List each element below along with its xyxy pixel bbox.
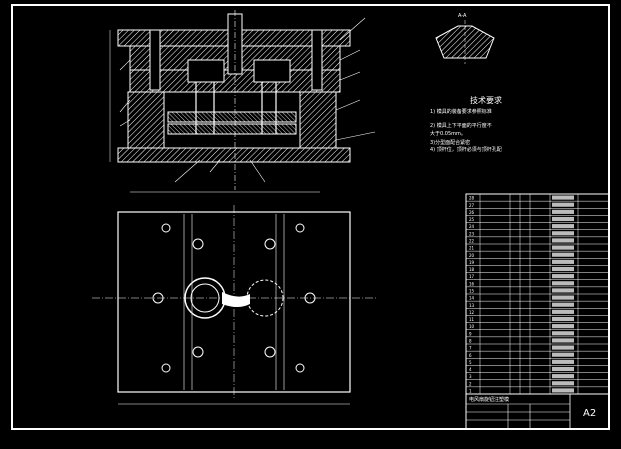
part-number: 12	[469, 310, 475, 315]
parts-list-row: 13	[466, 302, 609, 309]
tech-req-5: 4) 顶杆位，顶杆必须与顶杆孔配	[430, 146, 502, 153]
part-number: 19	[469, 260, 475, 265]
part-number: 13	[469, 303, 475, 308]
parts-list-row: 10	[466, 324, 609, 330]
parts-list-row: 11	[466, 316, 609, 323]
parts-list-row: 3	[466, 374, 609, 380]
parts-list-row: 19	[466, 259, 609, 266]
parts-list: 2827262524232221201918171615141312111098…	[465, 193, 610, 395]
parts-list-row: 17	[466, 274, 609, 280]
part-number: 11	[469, 317, 475, 322]
part-number: 20	[469, 253, 475, 258]
part-number: 15	[469, 289, 475, 294]
parts-list-row: 24	[466, 224, 609, 230]
parts-list-row: 15	[466, 288, 609, 295]
plan-view	[92, 205, 378, 405]
parts-list-row: 4	[466, 366, 609, 373]
part-name: 电风扇旋钮注塑模	[469, 396, 509, 403]
part-number: 3	[469, 374, 472, 379]
parts-list-row: 6	[466, 352, 609, 359]
parts-list-row: 16	[466, 281, 609, 288]
part-number: 4	[469, 367, 472, 372]
tech-req-4: 3)分型面配合紧密	[430, 139, 470, 146]
parts-list-row: 20	[466, 252, 609, 259]
parts-list-row: 26	[466, 209, 609, 216]
parts-list-row: 7	[466, 345, 609, 352]
part-number: 28	[469, 196, 475, 201]
part-number: 14	[469, 296, 475, 301]
parts-list-row: 8	[466, 338, 609, 345]
part-number: 27	[469, 203, 475, 208]
part-number: 25	[469, 217, 475, 222]
tech-requirements: 技术要求 1) 模具的装备要求参照标准 2) 模具上下平面的平行度不 大于0.0…	[430, 95, 502, 153]
part-number: 9	[469, 331, 472, 336]
parts-list-row: 21	[466, 245, 609, 252]
part-number: 10	[469, 324, 475, 329]
parts-list-row: 18	[466, 266, 609, 273]
parts-list-row: 14	[466, 295, 609, 302]
part-number: 22	[469, 239, 475, 244]
section-aa-detail: A-A	[435, 13, 495, 64]
parts-list-row: 23	[466, 231, 609, 238]
tech-req-1: 1) 模具的装备要求参照标准	[430, 108, 492, 115]
parts-list-row: 1	[466, 388, 609, 395]
part-number: 24	[469, 224, 475, 229]
parts-list-row: 9	[466, 331, 609, 338]
part-number: 7	[469, 346, 472, 351]
tech-req-2: 2) 模具上下平面的平行度不	[430, 122, 492, 129]
parts-list-row: 22	[466, 238, 609, 245]
tech-req-3: 大于0.05mm。	[430, 130, 466, 137]
part-number: 23	[469, 231, 475, 236]
parts-list-row: 28	[466, 195, 609, 202]
part-number: 6	[469, 353, 472, 358]
parts-list-row: 27	[466, 202, 609, 209]
part-number: 18	[469, 267, 475, 272]
part-number: 16	[469, 281, 475, 286]
part-number: 26	[469, 210, 475, 215]
part-number: 1	[469, 389, 472, 394]
section-label: A-A	[458, 13, 467, 19]
part-number: 17	[469, 274, 475, 279]
part-number: 5	[469, 360, 472, 365]
part-number: 8	[469, 339, 472, 344]
parts-list-row: 12	[466, 309, 609, 316]
parts-list-row: 5	[466, 359, 609, 366]
parts-list-row: 2	[466, 381, 609, 388]
title-block: 电风扇旋钮注塑模 A2	[465, 393, 610, 430]
tech-requirements-title: 技术要求	[470, 95, 502, 105]
sheet-size: A2	[583, 408, 596, 419]
parts-list-row: 25	[466, 216, 609, 223]
part-number: 2	[469, 381, 472, 386]
section-view	[109, 10, 376, 193]
part-number: 21	[469, 246, 475, 251]
